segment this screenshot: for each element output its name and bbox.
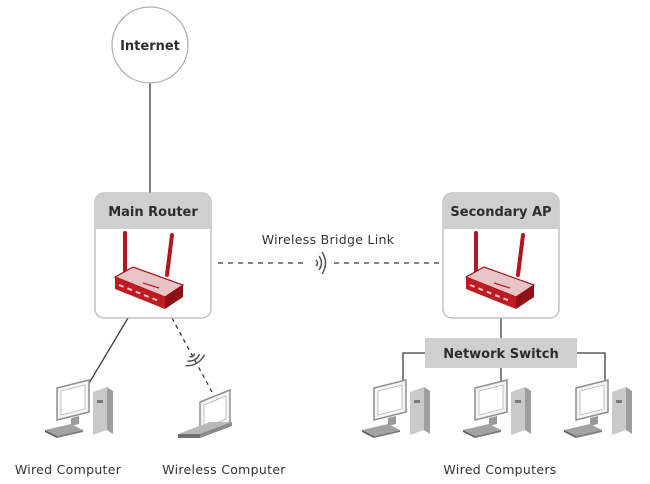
switch-right-computer-link [577, 352, 606, 390]
main-router-node: Main Router [94, 192, 212, 319]
wired-computer-icon [44, 379, 114, 439]
wireless-laptop-icon [177, 389, 233, 439]
wired-computer-icon-3 [563, 379, 633, 439]
wired-computer-icon-2 [462, 379, 532, 439]
network-switch-label: Network Switch [443, 347, 558, 362]
secondary-ap-node: Secondary AP [442, 192, 560, 319]
bridge-wifi-signal-icon [315, 251, 327, 275]
network-switch-node: Network Switch [425, 338, 577, 368]
wired-computer-caption: Wired Computer [15, 462, 122, 477]
laptop-wifi-signal-icon [181, 348, 208, 370]
internet-node: Internet [111, 6, 189, 84]
wireless-computer-caption: Wireless Computer [162, 462, 286, 477]
router-wireless-computer-link [171, 317, 213, 393]
main-router-label: Main Router [108, 205, 198, 220]
wired-computer-icon-1 [361, 379, 431, 439]
switch-left-computer-link [402, 352, 425, 390]
internet-label: Internet [120, 39, 180, 54]
wired-computers-caption: Wired Computers [443, 462, 556, 477]
secondary-ap-label: Secondary AP [450, 205, 551, 220]
wireless-bridge-link-label: Wireless Bridge Link [262, 232, 395, 247]
